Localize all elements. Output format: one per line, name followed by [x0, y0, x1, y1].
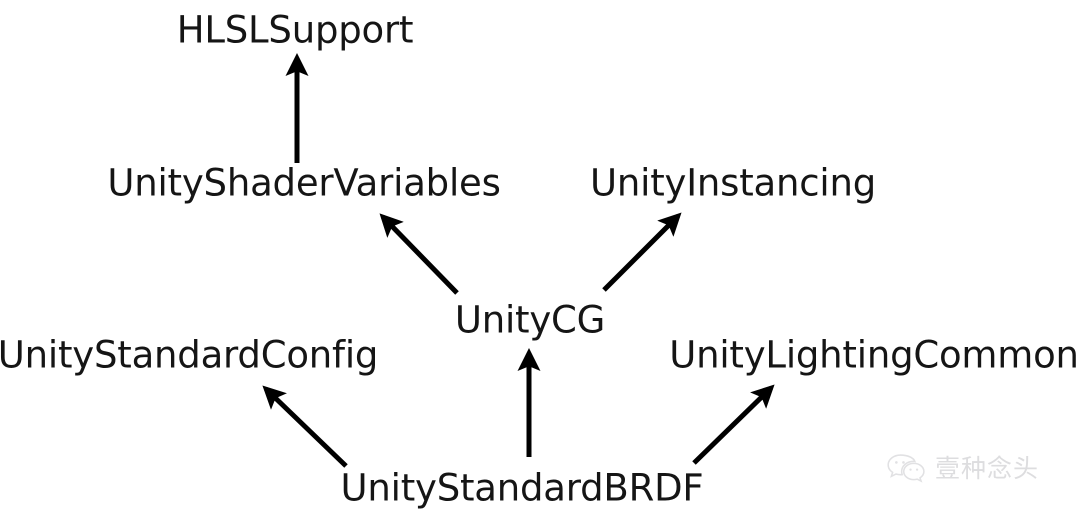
watermark: 壹种念头 [886, 452, 1039, 485]
node-unitystandardconfig: UnityStandardConfig [0, 333, 379, 377]
node-hlslsupport: HLSLSupport [176, 8, 414, 52]
watermark-text: 壹种念头 [935, 454, 1040, 483]
node-unitycg: UnityCG [454, 298, 606, 342]
node-unitylightingcommon: UnityLightingCommon [669, 333, 1079, 377]
node-unityinstancing: UnityInstancing [589, 161, 877, 205]
wechat-icon [887, 454, 925, 483]
edge-unitystandardbrdf-to-unitylightingcommon [692, 384, 775, 465]
node-unityshadervariables: UnityShaderVariables [107, 161, 501, 205]
edge-unitystandardbrdf-to-unitystandardconfig [262, 385, 348, 468]
edge-unitycg-to-unityshadervariables [379, 213, 459, 295]
node-unitystandardbrdf: UnityStandardBRDF [340, 466, 704, 510]
edge-unitycg-to-unityinstancing [602, 212, 682, 292]
